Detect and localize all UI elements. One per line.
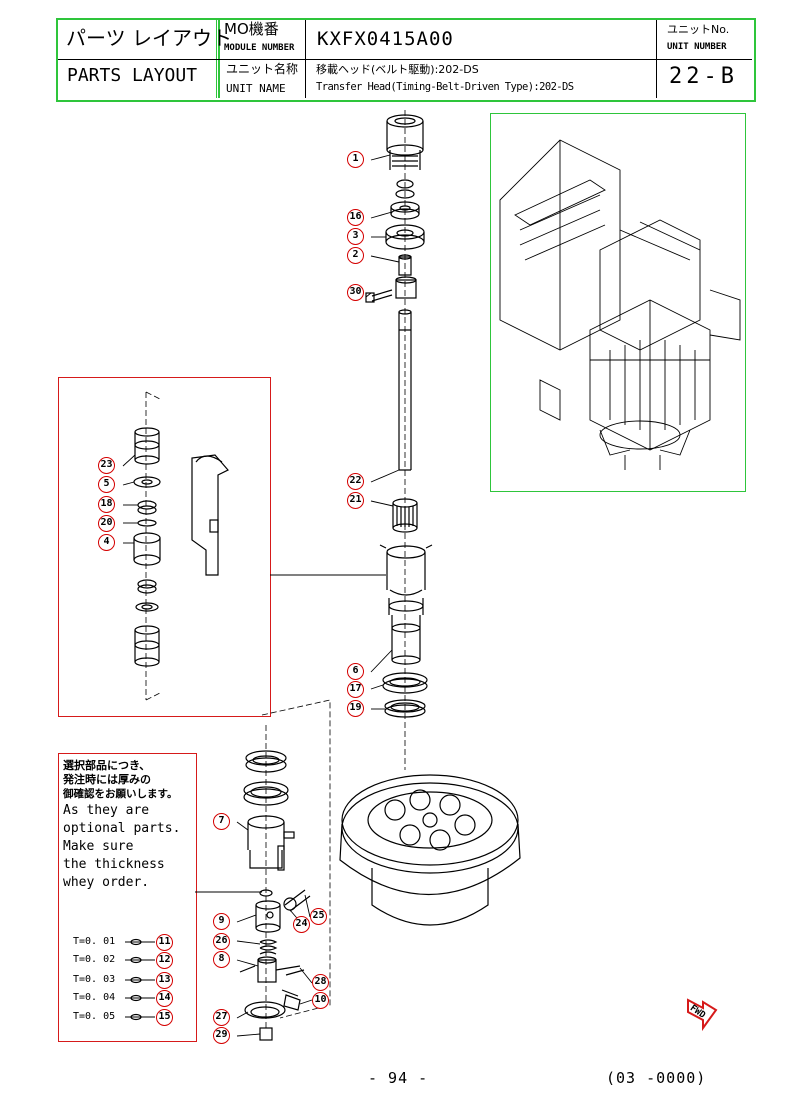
callout-1: 1 [347,151,364,168]
part-3 [385,224,425,250]
part-1-cap [386,114,424,170]
note-en-line-1: As they are [63,803,150,818]
module-number-value: KXFX0415A00 [317,28,454,50]
note-jp-line-3: 御確認をお願いします。 [63,788,178,800]
callout-15: 15 [156,1009,173,1026]
callout-26: 26 [213,933,230,950]
callout-2: 2 [347,247,364,264]
detail-frame-lower [58,753,197,1042]
page-number: - 94 - [368,1069,429,1087]
callout-10: 10 [312,992,329,1009]
callout-13: 13 [156,972,173,989]
callout-19: 19 [347,700,364,717]
assembly-overview-sketch [499,139,741,470]
thickness-label-1: T=0. 01 [73,936,116,947]
detail-frame-upper [58,377,271,717]
part-9 [255,900,281,933]
unit-number-value: 22-B [669,64,738,89]
callout-9: 9 [213,913,230,930]
thickness-label-2: T=0. 02 [73,954,116,965]
part-7 [247,815,295,871]
thickness-label-4: T=0. 04 [73,992,116,1003]
unit-name-jp: ユニット名称 [226,62,299,76]
callout-21: 21 [347,492,364,509]
callout-17: 17 [347,681,364,698]
callout-28: 28 [312,974,329,991]
callout-29: 29 [213,1027,230,1044]
part-16 [390,201,420,220]
callout-5: 5 [98,476,115,493]
note-en-line-2: optional parts. [63,821,181,836]
callout-4: 4 [98,534,115,551]
callout-22: 22 [347,473,364,490]
part-8 [239,956,301,997]
callout-12: 12 [156,952,173,969]
callout-24: 24 [293,916,310,933]
callout-16: 16 [347,209,364,226]
callout-25: 25 [310,908,327,925]
header-grid [58,20,752,98]
note-jp-line-2: 発注時には厚みの [63,773,151,786]
note-en-line-3: Make sure [63,839,134,854]
assembly-overview-frame [490,113,746,492]
document-code: (03 -0000) [606,1069,707,1087]
note-en-line-5: whey order. [63,875,150,890]
unit-number-en: UNIT NUMBER [667,42,727,52]
thickness-label-5: T=0. 05 [73,1011,116,1022]
module-number-en: MODULE NUMBER [224,43,295,53]
parts-layout-en: PARTS LAYOUT [67,65,198,86]
optional-parts-note: 選択部品につき、 発注時には厚みの 御確認をお願いします。 As they ar… [63,759,193,892]
detail-part-bottom [134,625,160,667]
callout-11: 11 [156,934,173,951]
detail-part-23 [134,427,160,465]
turret-base [339,774,521,926]
module-number-jp: MO機番 [224,20,279,38]
part-6 [379,544,433,665]
callout-30: 30 [347,284,364,301]
detail-sleeve [191,454,229,576]
unit-name-value-en: Transfer Head(Timing-Belt-Driven Type):2… [316,81,574,93]
note-en-line-4: the thickness [63,857,165,872]
callout-8: 8 [213,951,230,968]
unit-name-en: UNIT NAME [226,82,286,95]
callout-6: 6 [347,663,364,680]
unit-name-value-jp: 移載ヘッド(ベルト駆動):202-DS [316,63,479,76]
callout-14: 14 [156,990,173,1007]
note-jp-line-1: 選択部品につき、 [63,759,151,772]
fwd-arrow-shape [687,998,718,1032]
callout-20: 20 [98,515,115,532]
parts-layout-jp: パーツ レイアウト [66,26,232,50]
callout-27: 27 [213,1009,230,1026]
callout-7: 7 [213,813,230,830]
callout-18: 18 [98,496,115,513]
part-21 [392,498,418,533]
header-frame [56,18,756,102]
thickness-label-3: T=0. 03 [73,974,116,985]
detail-part-4 [133,532,161,566]
part-30 [365,276,417,303]
callout-3: 3 [347,228,364,245]
unit-number-jp: ユニットNo. [667,23,730,36]
callout-23: 23 [98,457,115,474]
